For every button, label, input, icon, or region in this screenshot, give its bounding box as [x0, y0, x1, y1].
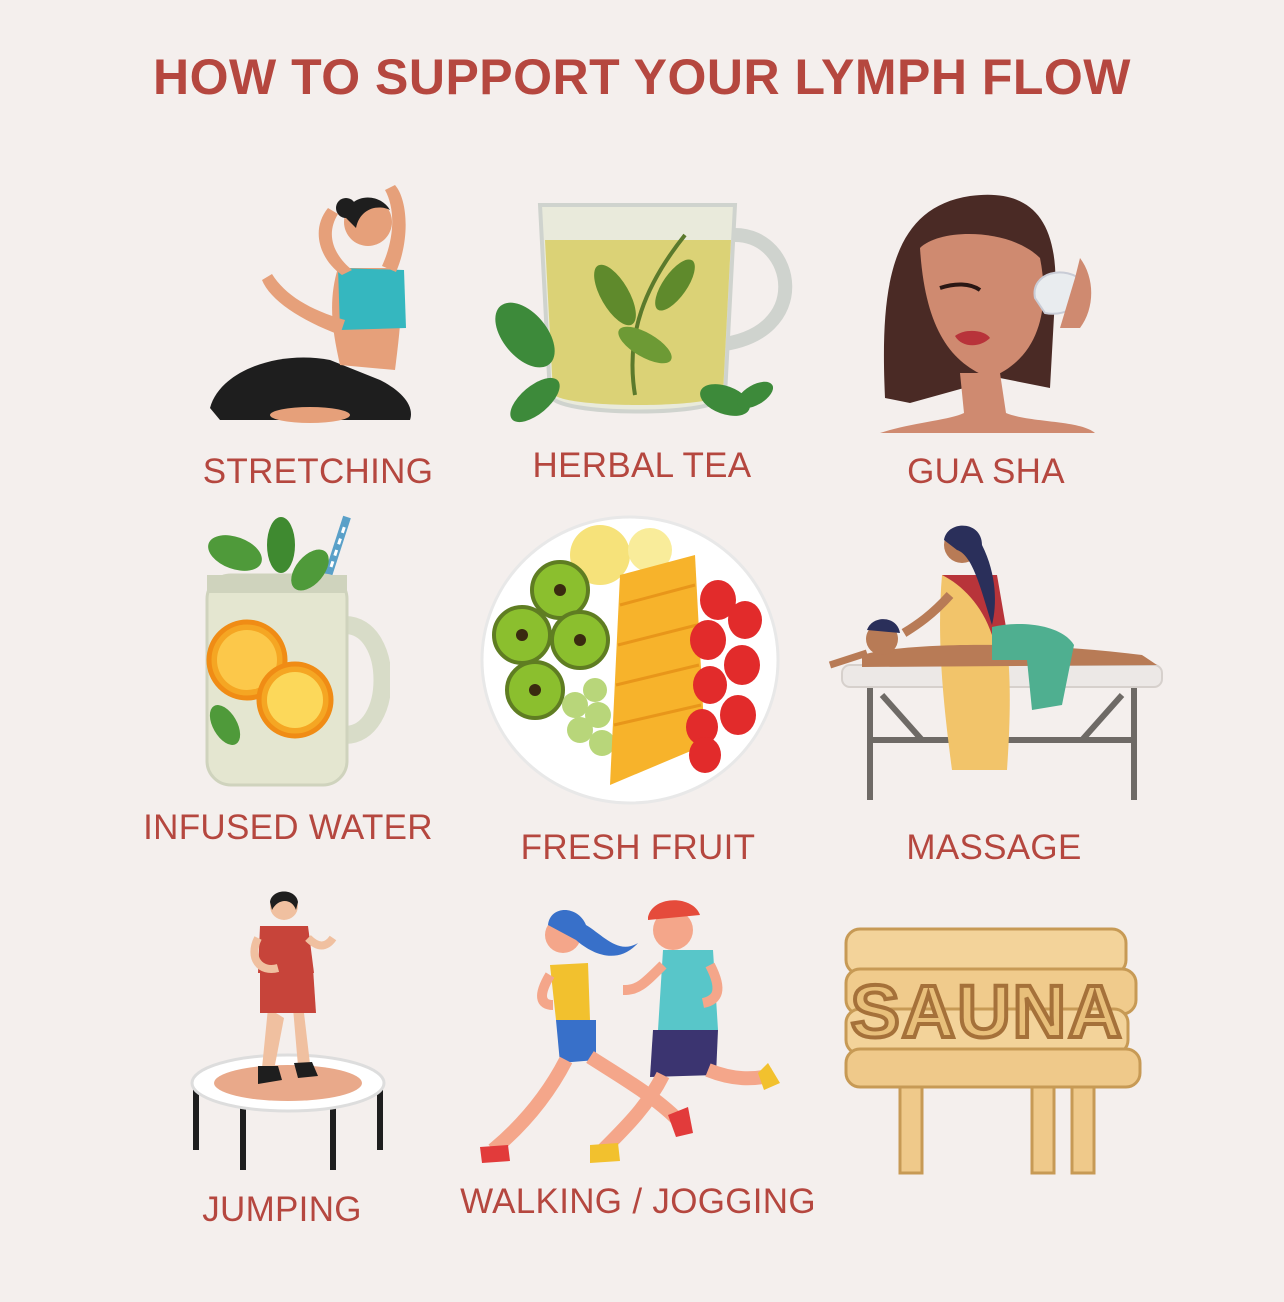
sauna-sign-illustration: SAUNA: [844, 927, 1142, 1175]
label-fresh-fruit: FRESH FRUIT: [520, 828, 756, 867]
fresh-fruit-illustration: [480, 515, 780, 805]
label-infused-water: INFUSED WATER: [143, 808, 433, 847]
gua-sha-illustration: [880, 194, 1095, 433]
label-walking-jogging: WALKING / JOGGING: [460, 1182, 816, 1221]
infused-water-illustration: [205, 515, 390, 787]
massage-illustration: [828, 525, 1163, 800]
page-title: HOW TO SUPPORT YOUR LYMPH FLOW: [152, 49, 1131, 105]
label-gua-sha: GUA SHA: [907, 452, 1065, 491]
walking-jogging-illustration: [480, 900, 780, 1163]
label-herbal-tea: HERBAL TEA: [532, 446, 752, 485]
label-massage: MASSAGE: [906, 828, 1082, 867]
stretching-illustration: [210, 185, 411, 423]
herbal-tea-illustration: [495, 203, 793, 423]
sauna-sign-text: SAUNA: [850, 970, 1123, 1053]
label-stretching: STRETCHING: [202, 452, 434, 491]
jumping-illustration: [190, 891, 386, 1170]
label-jumping: JUMPING: [202, 1190, 362, 1229]
